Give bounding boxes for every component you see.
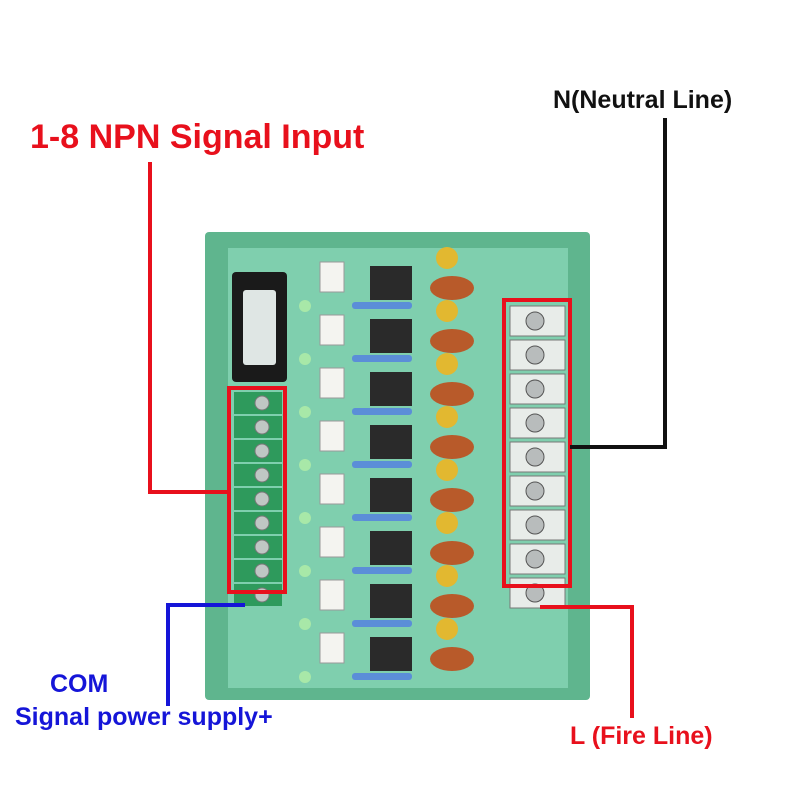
fire-line-leader-line [540,605,634,718]
led-indicator [299,353,311,365]
terminal-screw-icon [254,419,270,435]
terminal-screw-icon [525,413,545,433]
fuse [243,290,276,365]
film-capacitor [430,488,474,512]
terminal-screw-icon [525,379,545,399]
led-indicator [299,671,311,683]
led-indicator [299,512,311,524]
neutral-line-label: N(Neutral Line) [553,86,733,114]
optocoupler [319,526,345,558]
resistor [352,302,412,309]
optocoupler [319,473,345,505]
ceramic-capacitor [436,300,458,322]
resistor [352,620,412,627]
fire-line-label: L (Fire Line) [570,722,713,750]
optocoupler [319,314,345,346]
terminal-screw-icon [254,395,270,411]
com-label: COM [50,670,109,698]
led-indicator [299,459,311,471]
ceramic-capacitor [436,353,458,375]
scr-thyristor [370,478,412,512]
optocoupler [319,367,345,399]
led-indicator [299,565,311,577]
optocoupler [319,420,345,452]
signal-input-label: 1-8 NPN Signal Input [30,118,365,156]
scr-thyristor [370,319,412,353]
ceramic-capacitor [436,247,458,269]
film-capacitor [430,435,474,459]
optocoupler [319,632,345,664]
ceramic-capacitor [436,618,458,640]
film-capacitor [430,329,474,353]
resistor [352,673,412,680]
terminal-screw-icon [525,549,545,569]
terminal-screw-icon [254,539,270,555]
terminal-screw-icon [254,491,270,507]
resistor [352,461,412,468]
terminal-screw-icon [525,481,545,501]
terminal-screw-icon [525,345,545,365]
ceramic-capacitor [436,565,458,587]
led-indicator [299,406,311,418]
terminal-screw-icon [525,515,545,535]
scr-thyristor [370,584,412,618]
film-capacitor [430,647,474,671]
com-leader-line [166,603,245,706]
scr-thyristor [370,637,412,671]
scr-thyristor [370,372,412,406]
ceramic-capacitor [436,459,458,481]
terminal-screw-icon [254,443,270,459]
optocoupler [319,579,345,611]
resistor [352,514,412,521]
ceramic-capacitor [436,406,458,428]
neutral-leader-line [570,118,667,449]
resistor [352,355,412,362]
terminal-screw-icon [525,311,545,331]
led-indicator [299,618,311,630]
film-capacitor [430,594,474,618]
scr-thyristor [370,425,412,459]
scr-thyristor [370,266,412,300]
resistor [352,408,412,415]
signal-input-leader-line [148,162,229,494]
ceramic-capacitor [436,512,458,534]
terminal-screw-icon [254,467,270,483]
scr-thyristor [370,531,412,565]
optocoupler [319,261,345,293]
output-highlight-box [502,298,572,588]
film-capacitor [430,541,474,565]
signal-power-label: Signal power supply+ [15,703,273,731]
terminal-screw-icon [254,563,270,579]
terminal-screw-icon [254,515,270,531]
resistor [352,567,412,574]
terminal-screw-icon [525,447,545,467]
led-indicator [299,300,311,312]
film-capacitor [430,382,474,406]
film-capacitor [430,276,474,300]
